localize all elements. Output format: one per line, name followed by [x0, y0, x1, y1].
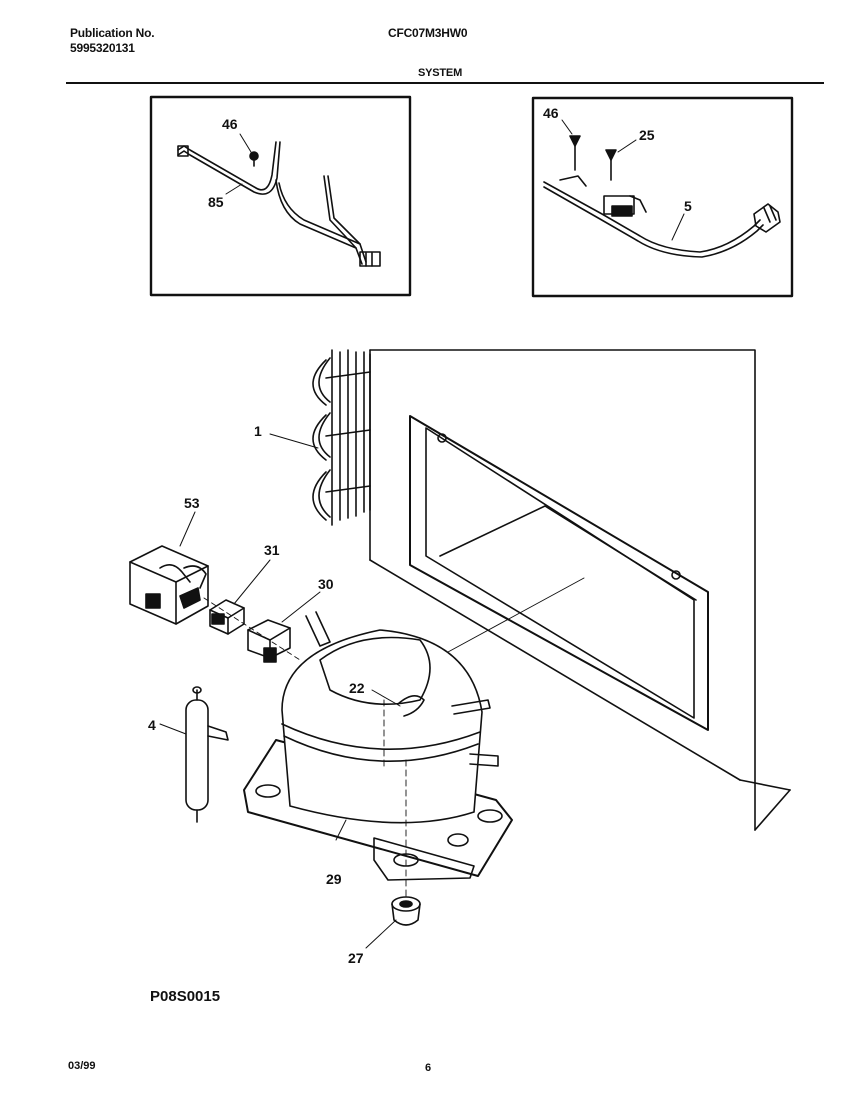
cabinet-drawing: [369, 349, 791, 831]
compressor-drawing: [243, 611, 513, 881]
inset-right-frame: [531, 96, 794, 298]
callout-29: 29: [326, 871, 342, 887]
header-rule: [66, 82, 824, 84]
relay-cover-drawing: [129, 545, 209, 625]
callout-25: 25: [639, 127, 655, 143]
callout-46-left: 46: [222, 116, 238, 132]
condenser-coil-drawing: [312, 349, 371, 526]
grommet-drawing: [391, 896, 421, 926]
callout-27: 27: [348, 950, 364, 966]
callout-53: 53: [184, 495, 200, 511]
section-title: SYSTEM: [418, 67, 463, 79]
callout-4: 4: [148, 717, 156, 733]
callout-31: 31: [264, 542, 280, 558]
callout-30: 30: [318, 576, 334, 592]
screw-icon: [605, 149, 617, 181]
page-number: 6: [425, 1062, 432, 1074]
heater-tube-drawing: [177, 141, 381, 267]
inset-left-frame: [149, 95, 412, 297]
publication-label: Publication No.: [70, 26, 155, 40]
figure-code: P08S0015: [150, 988, 221, 1005]
wire-harness-drawing: [543, 175, 781, 258]
screw-icon: [249, 151, 259, 167]
model-number: CFC07M3HW0: [388, 26, 468, 40]
callout-85: 85: [208, 194, 224, 210]
screw-icon: [569, 135, 581, 171]
footer-date: 03/99: [68, 1060, 96, 1072]
callout-5: 5: [684, 198, 692, 214]
publication-number: 5995320131: [70, 41, 135, 55]
callout-46-right: 46: [543, 105, 559, 121]
drier-drawing: [185, 686, 229, 823]
callout-22: 22: [349, 680, 365, 696]
relay-drawing: [247, 619, 291, 663]
callout-1: 1: [254, 423, 262, 439]
